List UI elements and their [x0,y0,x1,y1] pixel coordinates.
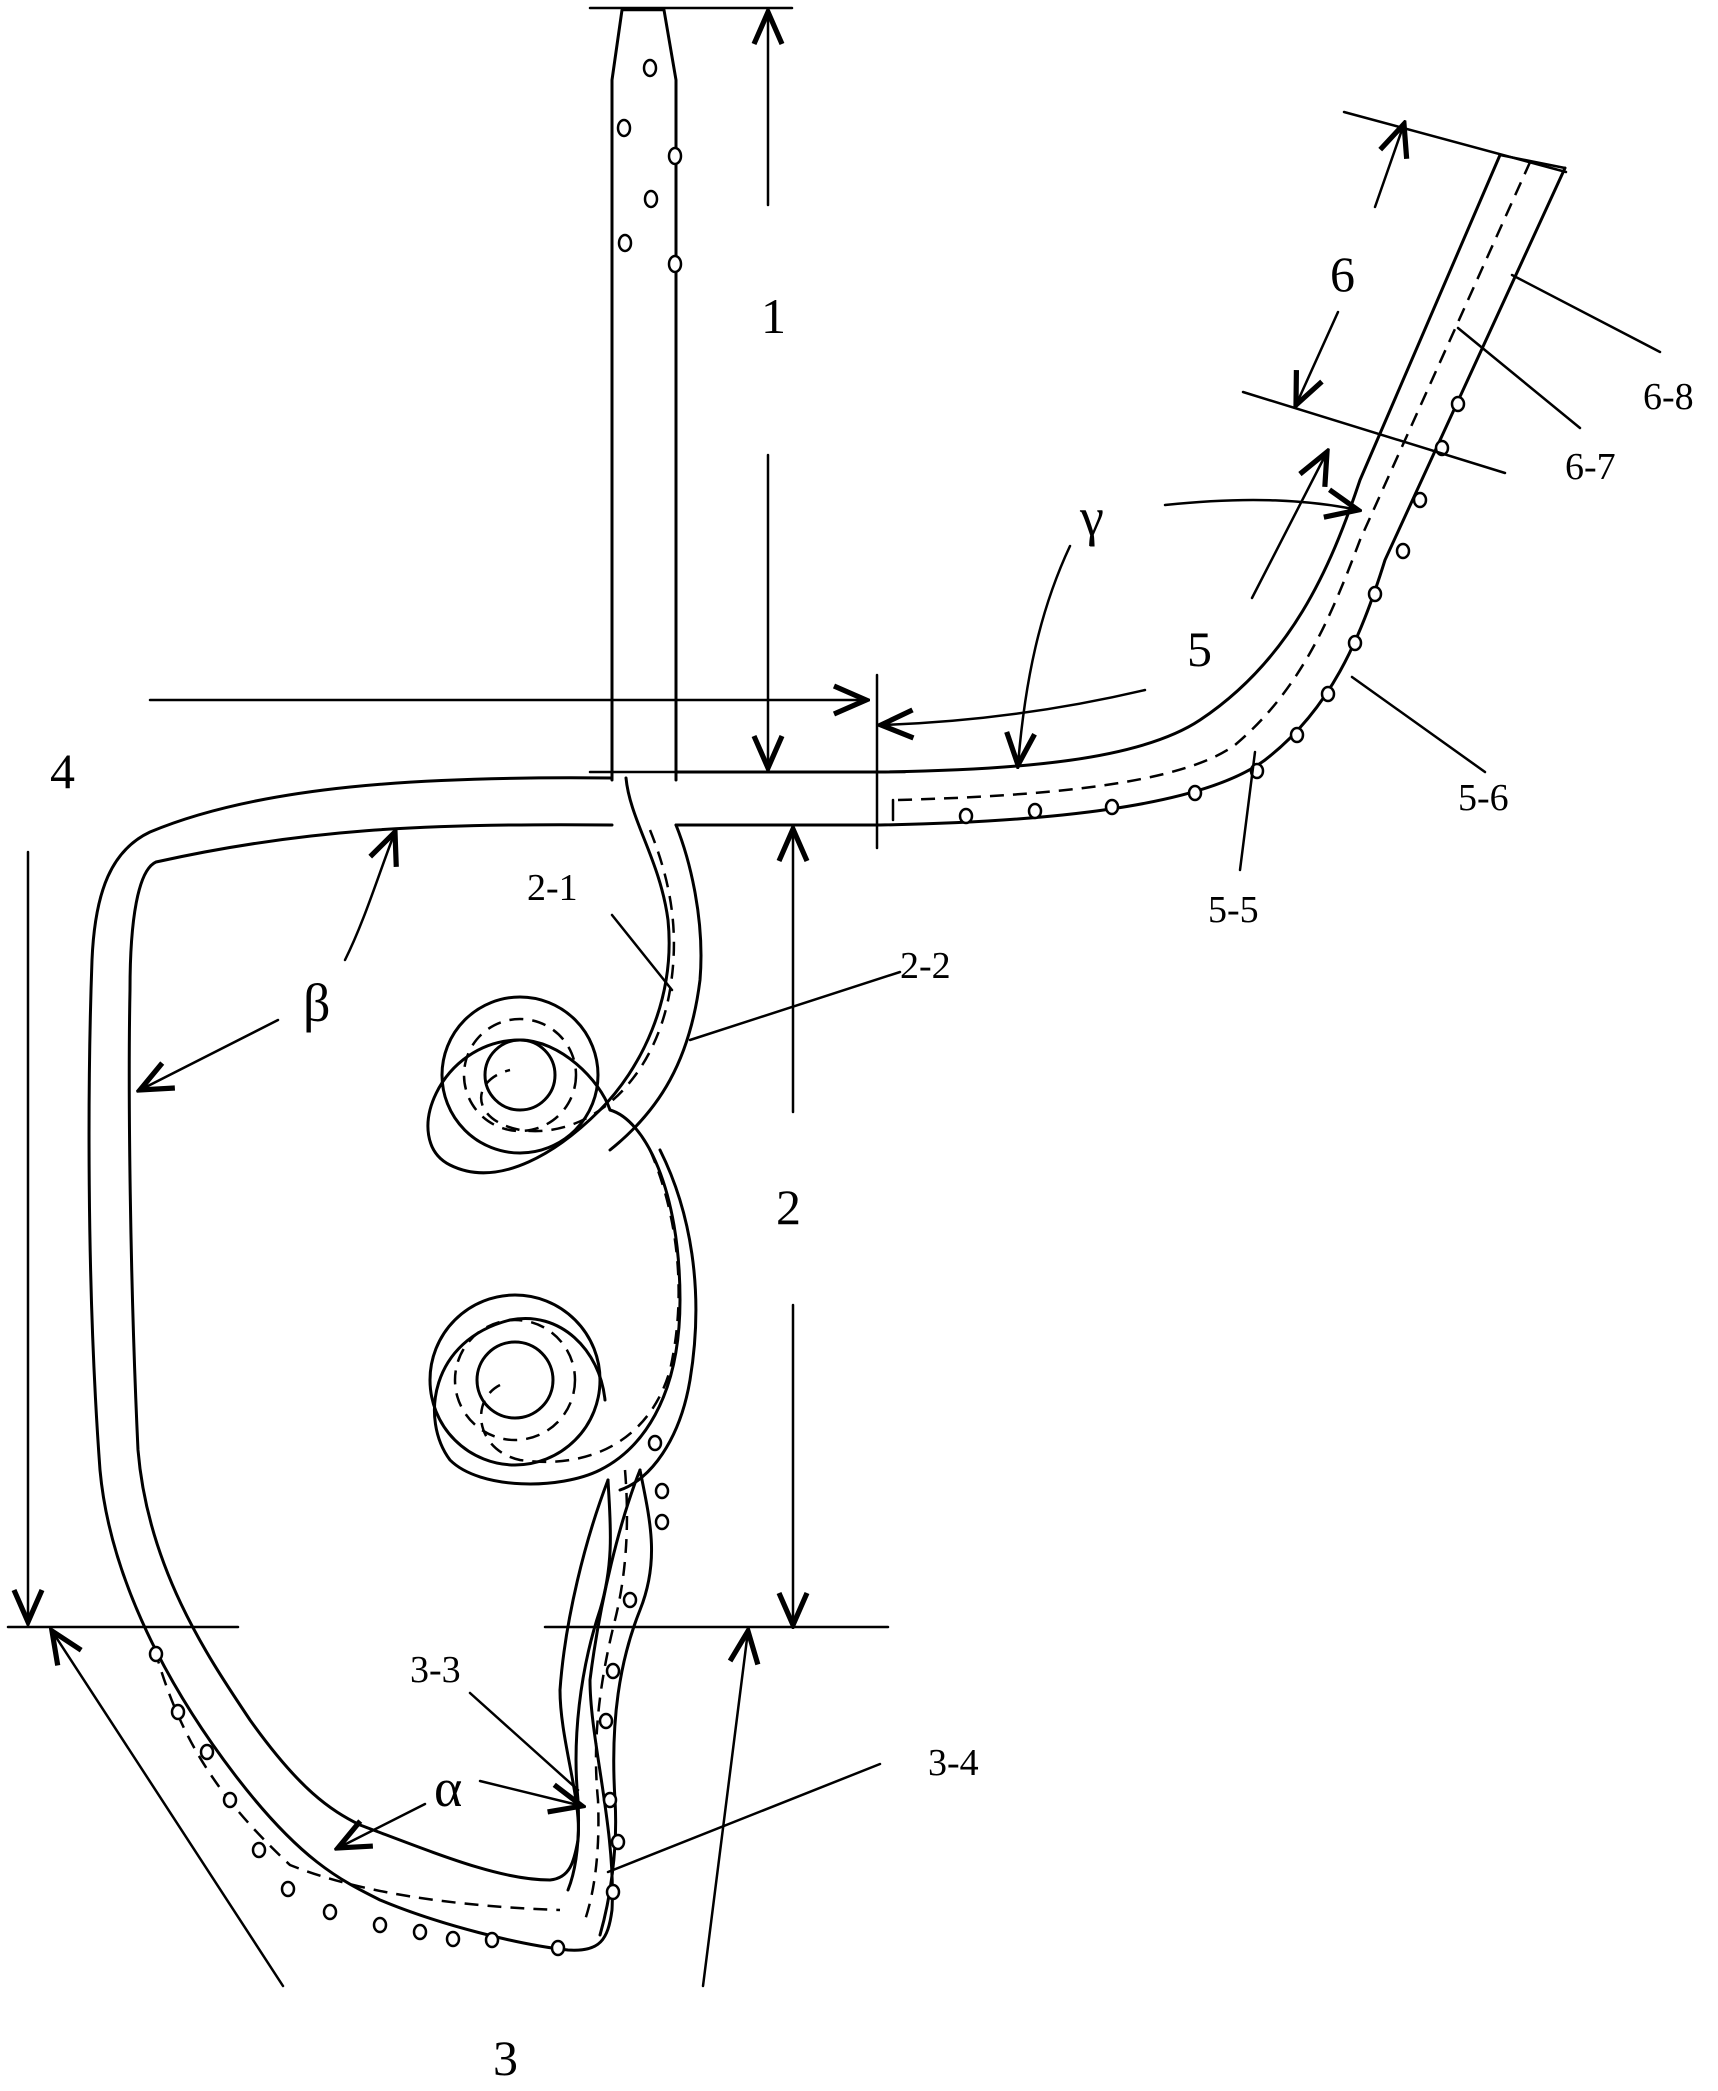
label-gamma: γ [1079,487,1104,547]
label-segment-2: 2 [776,1179,801,1235]
segment-5-6-tube [674,153,1567,827]
label-beta: β [303,973,330,1033]
label-segment-4: 4 [50,743,75,799]
label-segment-5: 5 [1187,621,1212,677]
label-2-2: 2-2 [900,945,951,987]
label-alpha: α [434,1758,462,1818]
labels: 1 2 3 4 5 6 2-1 2-2 3-3 3-4 5-5 5-6 6-7 … [50,246,1694,2086]
dimension-lines [6,6,1568,1988]
segment-5-beads [958,395,1466,825]
label-3-4: 3-4 [928,1742,979,1784]
outer-loop-beads [148,1645,566,1957]
angle-arrows [140,500,1358,1848]
label-segment-3: 3 [493,2030,518,2086]
label-segment-1: 1 [761,288,786,344]
outer-loop [87,776,642,1957]
label-6-8: 6-8 [1643,376,1694,418]
label-segment-6: 6 [1330,246,1355,302]
label-6-7: 6-7 [1565,446,1616,488]
label-3-3: 3-3 [410,1649,461,1691]
label-5-6: 5-6 [1458,777,1509,819]
segment-3-beads [598,1434,670,1901]
segment-2-coil [426,776,703,1492]
label-2-1: 2-1 [527,867,578,909]
label-5-5: 5-5 [1208,889,1259,931]
segment-1-beads [616,58,683,274]
segment-3-tube [566,1434,670,1937]
segment-1-tube [610,8,683,782]
leader-lines [468,273,1662,1874]
